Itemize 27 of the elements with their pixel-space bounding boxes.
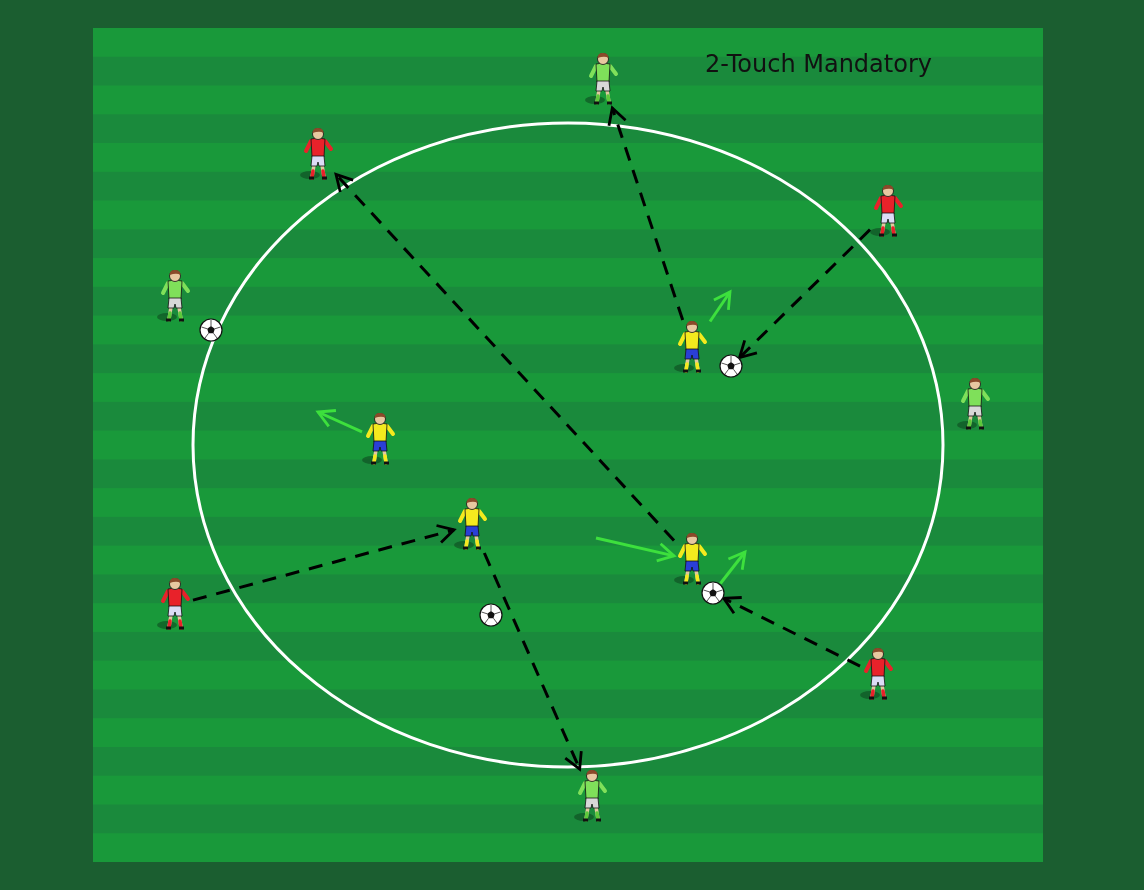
movement-arrow — [708, 290, 732, 323]
player-figure — [362, 412, 398, 468]
pass-arrow — [192, 524, 456, 602]
pass-arrow — [334, 173, 676, 542]
player-figure — [300, 127, 336, 183]
player-figure — [870, 184, 906, 240]
player-figure — [574, 769, 610, 825]
ball-icon — [199, 318, 223, 342]
movement-arrow — [719, 550, 747, 585]
movement-arrow — [316, 409, 363, 434]
drill-note: 2-Touch Mandatory — [705, 50, 932, 78]
ball-icon — [719, 354, 743, 378]
pass-arrow — [482, 552, 583, 771]
player-figure — [674, 320, 710, 376]
player-figure — [860, 647, 896, 703]
player-figure — [674, 532, 710, 588]
player-figure — [157, 577, 193, 633]
pass-arrow — [738, 228, 872, 359]
player-figure — [454, 497, 490, 553]
player-figure — [585, 52, 621, 108]
player-figure — [157, 269, 193, 325]
player-figure — [957, 377, 993, 433]
movement-arrow — [595, 536, 676, 563]
pass-arrow — [722, 596, 861, 668]
pass-arrow — [607, 106, 685, 321]
ball-icon — [479, 603, 503, 627]
ball-icon — [701, 581, 725, 605]
